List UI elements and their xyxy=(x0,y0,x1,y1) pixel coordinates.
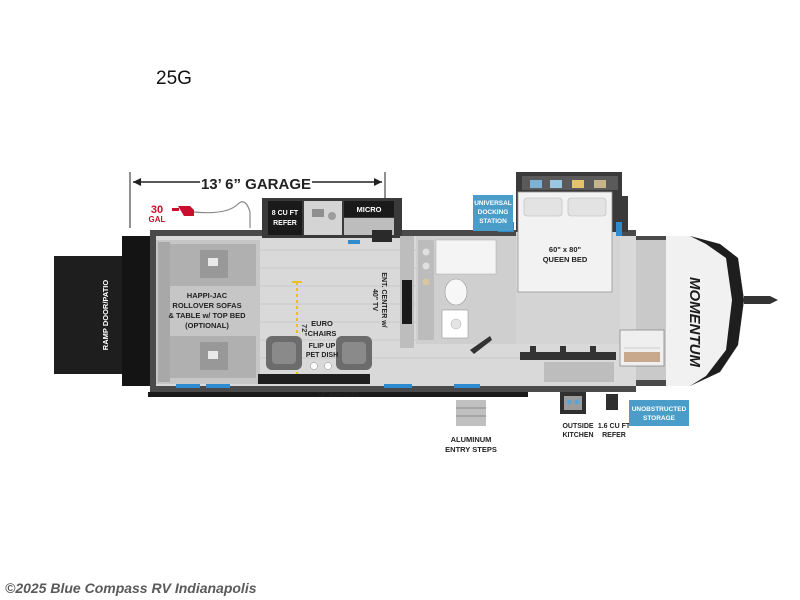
ramp-door-label: RAMP DOOR/PATIO xyxy=(101,280,110,351)
euro-chairs: EURO CHAIRS xyxy=(266,319,372,370)
outside-kitchen-line2: KITCHEN xyxy=(562,432,593,439)
pet-dish: FLIP UP PET DISH xyxy=(306,343,338,370)
watermark: ©2025 Blue Compass RV Indianapolis xyxy=(5,580,257,596)
rollover-sofas: HAPPI-JAC ROLLOVER SOFAS & TABLE w/ TOP … xyxy=(156,240,260,384)
bedroom: 60" x 80" QUEEN BED xyxy=(498,176,622,344)
clearance-label: 72" xyxy=(300,324,309,336)
model-title: 25G xyxy=(156,68,192,89)
garage-dimension-label: 13’ 6” GARAGE xyxy=(201,176,311,193)
dinette-stools xyxy=(520,346,616,382)
refer-label-line2: REFER xyxy=(273,220,297,227)
entry-steps: ALUMINUM ENTRY STEPS xyxy=(445,400,497,454)
entry-steps-line1: ALUMINUM xyxy=(451,435,492,444)
sofas-label-line1: HAPPI-JAC xyxy=(187,291,228,300)
euro-chairs-line2: CHAIRS xyxy=(308,329,337,338)
outside-refer-line2: REFER xyxy=(602,432,626,439)
awning-label: 19' AWNING xyxy=(317,390,360,399)
docking-line1: UNIVERSAL xyxy=(474,200,512,207)
fuel-tank: 30 GAL xyxy=(149,201,251,228)
queen-bed-line1: 60" x 80" xyxy=(549,245,582,254)
sofas-label-line2: ROLLOVER SOFAS xyxy=(172,301,241,310)
fuel-amount: 30 xyxy=(151,204,163,216)
storage-line2: STORAGE xyxy=(643,415,676,422)
docking-line2: DOCKING xyxy=(478,209,509,216)
euro-chairs-line1: EURO xyxy=(311,319,333,328)
fuel-nozzle-icon xyxy=(172,201,251,228)
docking-station-callout: UNIVERSAL DOCKING STATION xyxy=(473,195,513,231)
queen-bed-line2: QUEEN BED xyxy=(543,255,588,264)
docking-line3: STATION xyxy=(479,218,507,225)
outside-refer: 1.6 CU FT REFER xyxy=(598,394,631,439)
entertainment-center: ENT. CENTER w/ 40" TV xyxy=(371,236,414,348)
ent-center-line1: ENT. CENTER w/ xyxy=(380,272,387,327)
outside-refer-line1: 1.6 CU FT xyxy=(598,423,631,430)
awning: 19' AWNING xyxy=(148,390,528,399)
pet-dish-line1: FLIP UP xyxy=(309,343,336,350)
bathroom xyxy=(416,236,516,354)
brand-logo: MOMENTUM xyxy=(686,277,703,367)
lower-cabinet xyxy=(258,374,370,384)
outside-kitchen: OUTSIDE KITCHEN xyxy=(560,392,594,439)
refrigerator: 8 CU FT REFER xyxy=(268,201,302,235)
entry-steps-line2: ENTRY STEPS xyxy=(445,445,497,454)
ramp-door: RAMP DOOR/PATIO xyxy=(54,236,154,386)
fuel-unit: GAL xyxy=(149,215,166,224)
outside-kitchen-line1: OUTSIDE xyxy=(562,423,593,430)
pet-dish-line2: PET DISH xyxy=(306,352,338,359)
storage-callout: UNOBSTRUCTED STORAGE xyxy=(629,400,689,426)
sofas-label-line4: (OPTIONAL) xyxy=(185,321,229,330)
kitchen-counter: MICRO xyxy=(304,201,394,242)
ent-center-line2: 40" TV xyxy=(371,289,378,311)
garage-dimension: 13’ 6” GARAGE xyxy=(129,172,386,228)
microwave-label: MICRO xyxy=(357,205,382,214)
storage-line1: UNOBSTRUCTED xyxy=(632,406,687,413)
front-storage xyxy=(619,329,665,367)
refer-label-line1: 8 CU FT xyxy=(272,210,299,217)
sofas-label-line3: & TABLE w/ TOP BED xyxy=(168,311,246,320)
